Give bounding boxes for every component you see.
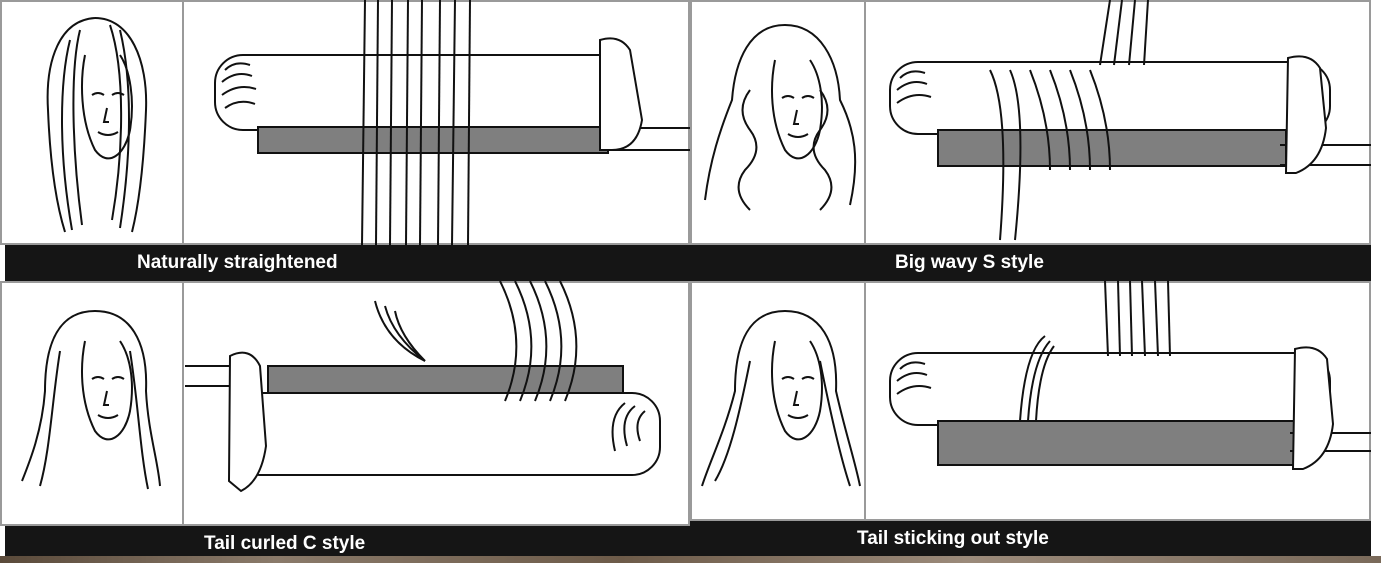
caption-naturally-straightened: Naturally straightened [5,245,690,281]
caption-text: Naturally straightened [137,245,338,281]
panel-tail-curled-c-style [0,281,690,526]
caption-tail-sticking-out-style: Tail sticking out style [690,521,1371,557]
panel-naturally-straightened [0,0,690,245]
caption-text: Tail sticking out style [857,521,1049,557]
panel-tail-sticking-out-style [690,281,1371,521]
caption-text: Big wavy S style [895,245,1044,281]
panel-big-wavy-s-style [690,0,1371,245]
background-photo-strip [0,556,1381,563]
caption-big-wavy-s-style: Big wavy S style [690,245,1371,281]
